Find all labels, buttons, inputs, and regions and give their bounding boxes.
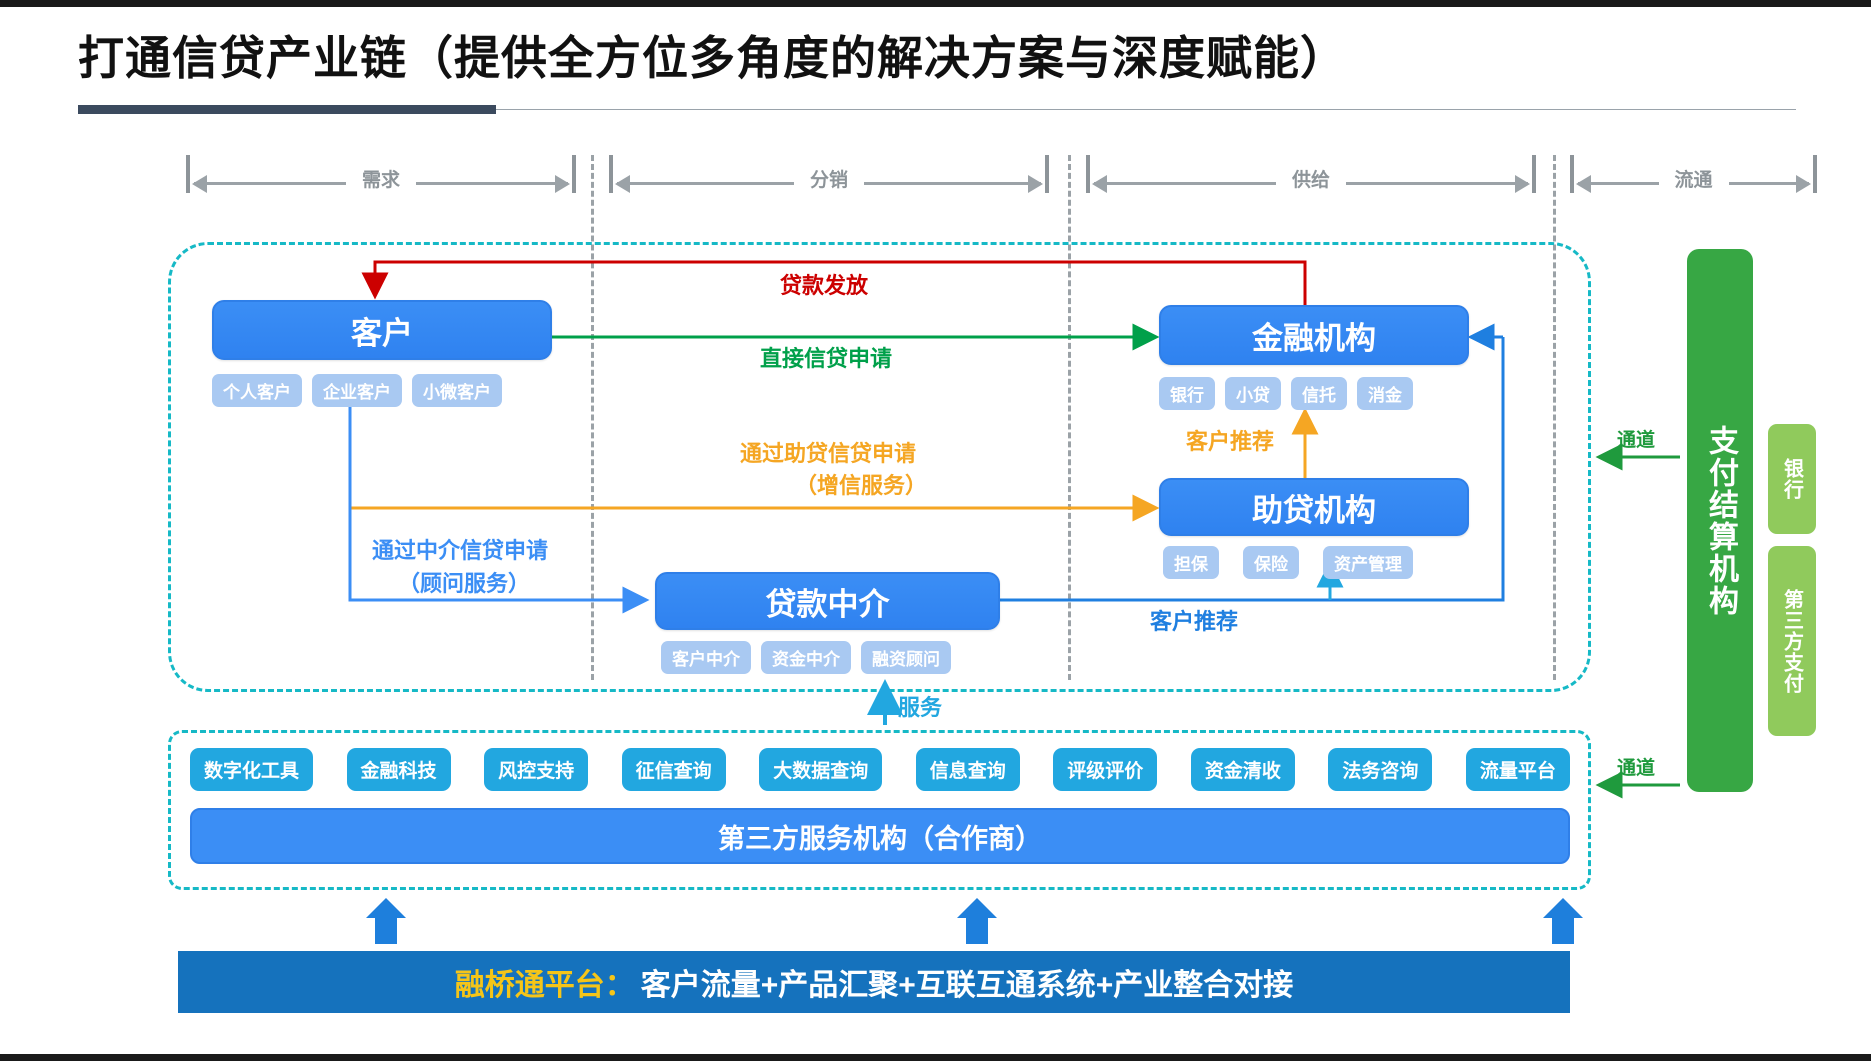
title-accent-bar [78, 105, 496, 114]
title-divider-line [78, 109, 1796, 110]
payment-settlement-column[interactable]: 支付结算机构 [1687, 249, 1753, 792]
entity-label-customer: 客户 [351, 315, 413, 351]
phase-tick-right [1532, 155, 1536, 193]
phase-arrow-left-icon [1092, 175, 1107, 193]
entity-tags-customer: 个人客户 企业客户 小微客户 [212, 374, 502, 407]
entity-tags-assist-institution: 担保 保险 资产管理 [1163, 546, 1413, 579]
tag-customer-0[interactable]: 个人客户 [212, 374, 302, 407]
flow-label-direct-credit: 直接信贷申请 [760, 346, 893, 371]
tag-financial-1[interactable]: 小贷 [1225, 377, 1281, 410]
entity-box-loan-broker[interactable]: 贷款中介 [655, 572, 1000, 630]
tag-financial-2[interactable]: 信托 [1291, 377, 1347, 410]
tag-financial-0[interactable]: 银行 [1159, 377, 1215, 410]
payment-tag-third-party-label: 第三方支付 [1780, 588, 1803, 694]
bottom-black-band [0, 1054, 1871, 1061]
payment-settlement-label: 支付结算机构 [1704, 424, 1737, 617]
flow-label-referral-orange: 客户推荐 [1186, 429, 1275, 454]
phase-tick-right [1045, 155, 1049, 193]
entity-label-loan-broker: 贷款中介 [765, 586, 890, 622]
payment-tag-third-party[interactable]: 第三方支付 [1768, 546, 1816, 736]
entity-box-assist-institution[interactable]: 助贷机构 [1159, 478, 1469, 536]
flow-label-via-broker-line1: 通过中介信贷申请 [372, 538, 549, 563]
service-chip-3[interactable]: 征信查询 [621, 748, 726, 791]
flow-label-service: 服务 [898, 695, 943, 720]
phase-arrow-right-icon [1515, 175, 1530, 193]
service-chip-4[interactable]: 大数据查询 [759, 748, 883, 791]
phase-arrow-left-icon [615, 175, 630, 193]
entity-label-financial-institution: 金融机构 [1252, 320, 1376, 356]
service-chip-row: 数字化工具 金融科技 风控支持 征信查询 大数据查询 信息查询 评级评价 资金清… [190, 748, 1570, 791]
entity-tags-financial-institution: 银行 小贷 信托 消金 [1159, 377, 1413, 410]
phase-label: 需求 [346, 165, 416, 192]
service-chip-7[interactable]: 资金清收 [1190, 748, 1295, 791]
phase-tick-right [1813, 155, 1817, 193]
service-chip-0[interactable]: 数字化工具 [190, 748, 314, 791]
phase-label: 分销 [794, 165, 864, 192]
service-chip-5[interactable]: 信息查询 [915, 748, 1020, 791]
page-title: 打通信贷产业链（提供全方位多角度的解决方案与深度赋能） [78, 32, 1347, 84]
flow-label-via-assist-line2: （增信服务） [795, 473, 928, 498]
tag-broker-2[interactable]: 融资顾问 [861, 641, 951, 674]
tag-broker-0[interactable]: 客户中介 [661, 641, 751, 674]
phase-supply: 供给 [1086, 155, 1536, 195]
platform-up-arrow-center-icon [957, 898, 997, 944]
payment-tag-bank[interactable]: 银行 [1768, 424, 1816, 534]
phase-arrow-left-icon [192, 175, 207, 193]
entity-label-assist-institution: 助贷机构 [1252, 492, 1376, 528]
phase-arrow-right-icon [1028, 175, 1043, 193]
flow-label-via-assist-line1: 通过助贷信贷申请 [740, 441, 917, 466]
flow-label-loan-disbursement: 贷款发放 [780, 273, 869, 298]
service-chip-6[interactable]: 评级评价 [1053, 748, 1158, 791]
top-black-band [0, 0, 1871, 7]
tag-financial-3[interactable]: 消金 [1357, 377, 1413, 410]
tag-assist-1[interactable]: 保险 [1243, 546, 1299, 579]
tag-customer-2[interactable]: 小微客户 [412, 374, 502, 407]
flow-label-via-broker-line2: （顾问服务） [398, 571, 531, 596]
tag-assist-0[interactable]: 担保 [1163, 546, 1219, 579]
phase-separator-3 [1553, 155, 1556, 680]
entity-tags-loan-broker: 客户中介 资金中介 融资顾问 [661, 641, 951, 674]
service-chip-9[interactable]: 流量平台 [1465, 748, 1570, 791]
phase-label: 供给 [1276, 165, 1346, 192]
entity-box-customer[interactable]: 客户 [212, 300, 552, 360]
phase-tick-left [186, 155, 190, 193]
platform-up-arrow-right-icon [1543, 898, 1583, 944]
phase-distribution: 分销 [609, 155, 1049, 195]
phase-tick-left [1086, 155, 1090, 193]
service-chip-2[interactable]: 风控支持 [484, 748, 589, 791]
entity-box-financial-institution[interactable]: 金融机构 [1159, 305, 1469, 365]
platform-description: 客户流量+产品汇聚+互联互通系统+产业整合对接 [640, 969, 1294, 1002]
phase-circulation: 流通 [1570, 155, 1817, 195]
third-party-service-bar[interactable]: 第三方服务机构（合作商） [190, 808, 1570, 864]
phase-arrow-left-icon [1576, 175, 1591, 193]
phase-tick-right [572, 155, 576, 193]
phase-tick-left [1570, 155, 1574, 193]
tag-broker-1[interactable]: 资金中介 [761, 641, 851, 674]
flow-label-referral-blue: 客户推荐 [1150, 609, 1239, 634]
service-chip-1[interactable]: 金融科技 [346, 748, 451, 791]
platform-bar[interactable]: 融桥通平台： 客户流量+产品汇聚+互联互通系统+产业整合对接 [178, 951, 1570, 1013]
platform-name: 融桥通平台： [454, 969, 635, 1002]
phase-arrow-right-icon [1796, 175, 1811, 193]
service-provider-container [168, 730, 1591, 890]
platform-up-arrow-left-icon [366, 898, 406, 944]
channel-label-top: 通道 [1617, 430, 1656, 451]
tag-assist-2[interactable]: 资产管理 [1323, 546, 1413, 579]
third-party-service-label: 第三方服务机构（合作商） [718, 823, 1042, 854]
service-chip-8[interactable]: 法务咨询 [1328, 748, 1433, 791]
phase-tick-left [609, 155, 613, 193]
channel-label-bottom: 通道 [1617, 758, 1656, 779]
payment-tag-bank-label: 银行 [1780, 458, 1803, 500]
phase-label: 流通 [1658, 165, 1729, 192]
phase-arrow-right-icon [555, 175, 570, 193]
phase-demand: 需求 [186, 155, 576, 195]
tag-customer-1[interactable]: 企业客户 [312, 374, 402, 407]
